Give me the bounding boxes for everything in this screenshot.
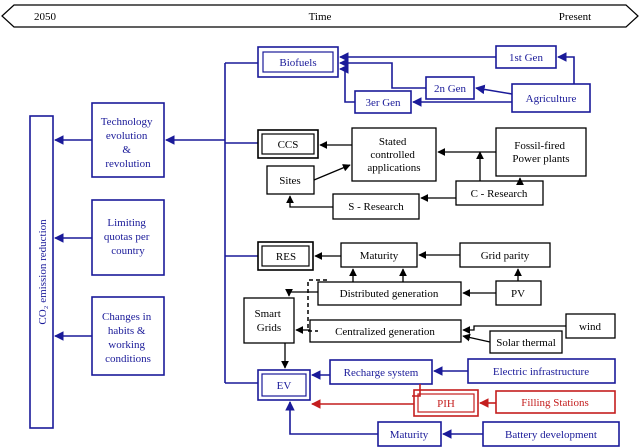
agriculture-label: Agriculture [526, 93, 577, 105]
co2-reduction-label: CO₂ emission reduction [37, 219, 49, 325]
strategy-habits: Changes in habits & working conditions [91, 296, 165, 376]
maturity-ev-node: Maturity [377, 421, 442, 447]
solar-thermal-node: Solar thermal [489, 330, 563, 354]
battery-label: Battery development [505, 429, 597, 441]
ev-connectors-red [311, 384, 496, 409]
s-research-to-sites-arrow [286, 195, 333, 208]
distributed-node: Distributed generation [317, 281, 462, 306]
centralized-node: Centralized generation [309, 319, 462, 343]
maturity-res-label: Maturity [360, 250, 399, 262]
gen2-label: 2n Gen [434, 83, 467, 95]
gen3-node: 3er Gen [354, 90, 412, 114]
smart-grids-label: Smart Grids [254, 308, 283, 334]
distributed-label: Distributed generation [340, 288, 439, 300]
dashed-res-feedback [307, 279, 327, 332]
strategy-technology: Technology evolution & revolution [91, 102, 165, 178]
timeline-start-label: 2050 [34, 11, 57, 23]
smart-grids-node: Smart Grids [243, 297, 295, 344]
biofuels-label: Biofuels [279, 57, 316, 69]
battery-node: Battery development [482, 421, 620, 447]
c-research-node: C - Research [455, 180, 544, 206]
grid-parity-node: Grid parity [459, 242, 551, 268]
electric-infra-node: Electric infrastructure [467, 358, 616, 384]
strategy-connectors [54, 135, 92, 341]
maturity-to-ev-arrow [285, 401, 378, 435]
timeline-end-label: Present [559, 11, 591, 23]
filling-label: Filling Stations [521, 397, 589, 409]
strategy-quotas: Limiting quotas per country [91, 199, 165, 276]
ccs-connectors [286, 141, 524, 208]
filling-node: Filling Stations [495, 390, 616, 414]
fossil-node: Fossil-fired Power plants [495, 127, 587, 177]
s-research-label: S - Research [348, 201, 404, 213]
timeline-arrow [1, 4, 639, 28]
sites-label: Sites [279, 175, 300, 187]
pih-node: PIH [413, 389, 479, 417]
agriculture-node: Agriculture [511, 83, 591, 113]
gen2-to-biofuels-arrow [339, 58, 426, 89]
res-label: RES [276, 251, 296, 263]
maturity-res-node: Maturity [340, 242, 418, 268]
electric-infra-label: Electric infrastructure [493, 366, 589, 378]
gen1-label: 1st Gen [509, 52, 543, 64]
res-node: RES [257, 241, 314, 271]
recharge-label: Recharge system [344, 367, 419, 379]
recharge-node: Recharge system [329, 359, 433, 385]
fossil-label: Fossil-fired Power plants [512, 140, 569, 165]
biofuels-node: Biofuels [257, 46, 339, 78]
gen2-node: 2n Gen [425, 76, 475, 100]
main-bus [165, 62, 258, 384]
strategy-habits-label: Changes in habits & working conditions [102, 311, 154, 365]
sites-to-stated-arrow [313, 164, 351, 181]
ev-label: EV [277, 380, 292, 392]
centralized-label: Centralized generation [335, 326, 435, 338]
strategy-technology-label: Technology evolution & revolution [101, 116, 156, 170]
timeline: 2050 Time Present [1, 4, 639, 28]
stated-node: Stated controlled applications [351, 127, 437, 182]
gen3-label: 3er Gen [365, 97, 401, 109]
wind-to-centralized-arrow [462, 325, 566, 334]
sites-node: Sites [266, 165, 315, 195]
solar-to-centralized-arrow [462, 333, 491, 343]
ev-connectors-blue [285, 366, 483, 439]
res-connectors [281, 251, 566, 369]
ccs-label: CCS [278, 139, 299, 151]
strategy-quotas-label: Limiting quotas per country [104, 217, 152, 257]
grid-parity-label: Grid parity [481, 250, 530, 262]
co2-reduction-box: CO₂ emission reduction [29, 115, 54, 429]
pv-node: PV [495, 280, 542, 306]
solar-thermal-label: Solar thermal [496, 337, 556, 349]
ccs-node: CCS [257, 129, 319, 159]
s-research-node: S - Research [332, 193, 420, 220]
maturity-ev-label: Maturity [390, 429, 429, 441]
pv-label: PV [511, 288, 525, 300]
pih-label: PIH [437, 398, 455, 410]
distributed-to-smart-grids-arrow [285, 288, 318, 297]
timeline-title: Time [309, 11, 332, 23]
agriculture-to-gen2-arrow [475, 84, 513, 95]
ev-node: EV [257, 369, 311, 401]
stated-label: Stated controlled applications [367, 136, 420, 174]
c-research-label: C - Research [471, 188, 528, 200]
wind-label: wind [579, 321, 602, 333]
gen3-to-biofuels-arrow [339, 64, 355, 103]
gen1-node: 1st Gen [495, 45, 557, 69]
biofuels-connectors [339, 52, 575, 107]
agriculture-to-gen1-arrow [557, 52, 575, 84]
wind-node: wind [565, 313, 616, 339]
recharge-to-pih-arrow [412, 384, 421, 397]
